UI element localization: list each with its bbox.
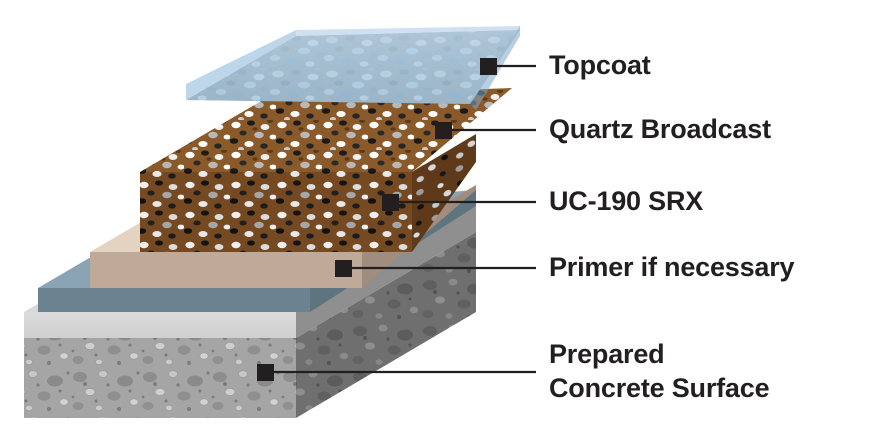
quartz-broadcast-layer xyxy=(140,88,512,252)
label-prepared-concrete-line-1: Prepared xyxy=(549,339,665,369)
label-primer: Primer if necessary xyxy=(549,252,795,282)
leader-markers xyxy=(257,58,497,381)
marker-primer xyxy=(335,260,352,277)
marker-quartz-broadcast xyxy=(435,122,452,139)
marker-concrete xyxy=(257,364,274,381)
leader-lines xyxy=(265,64,536,374)
label-topcoat: Topcoat xyxy=(549,50,651,80)
label-quartz-broadcast: Quartz Broadcast xyxy=(549,114,771,144)
label-uc-190-srx: UC-190 SRX xyxy=(549,186,704,216)
marker-topcoat xyxy=(480,58,497,75)
topcoat-layer xyxy=(186,26,520,110)
marker-uc190 xyxy=(382,194,399,211)
label-prepared-concrete-line-2: Concrete Surface xyxy=(549,373,770,403)
concrete-front-face xyxy=(24,338,296,418)
label-prepared-concrete-surface: Prepared Concrete Surface xyxy=(549,339,770,404)
